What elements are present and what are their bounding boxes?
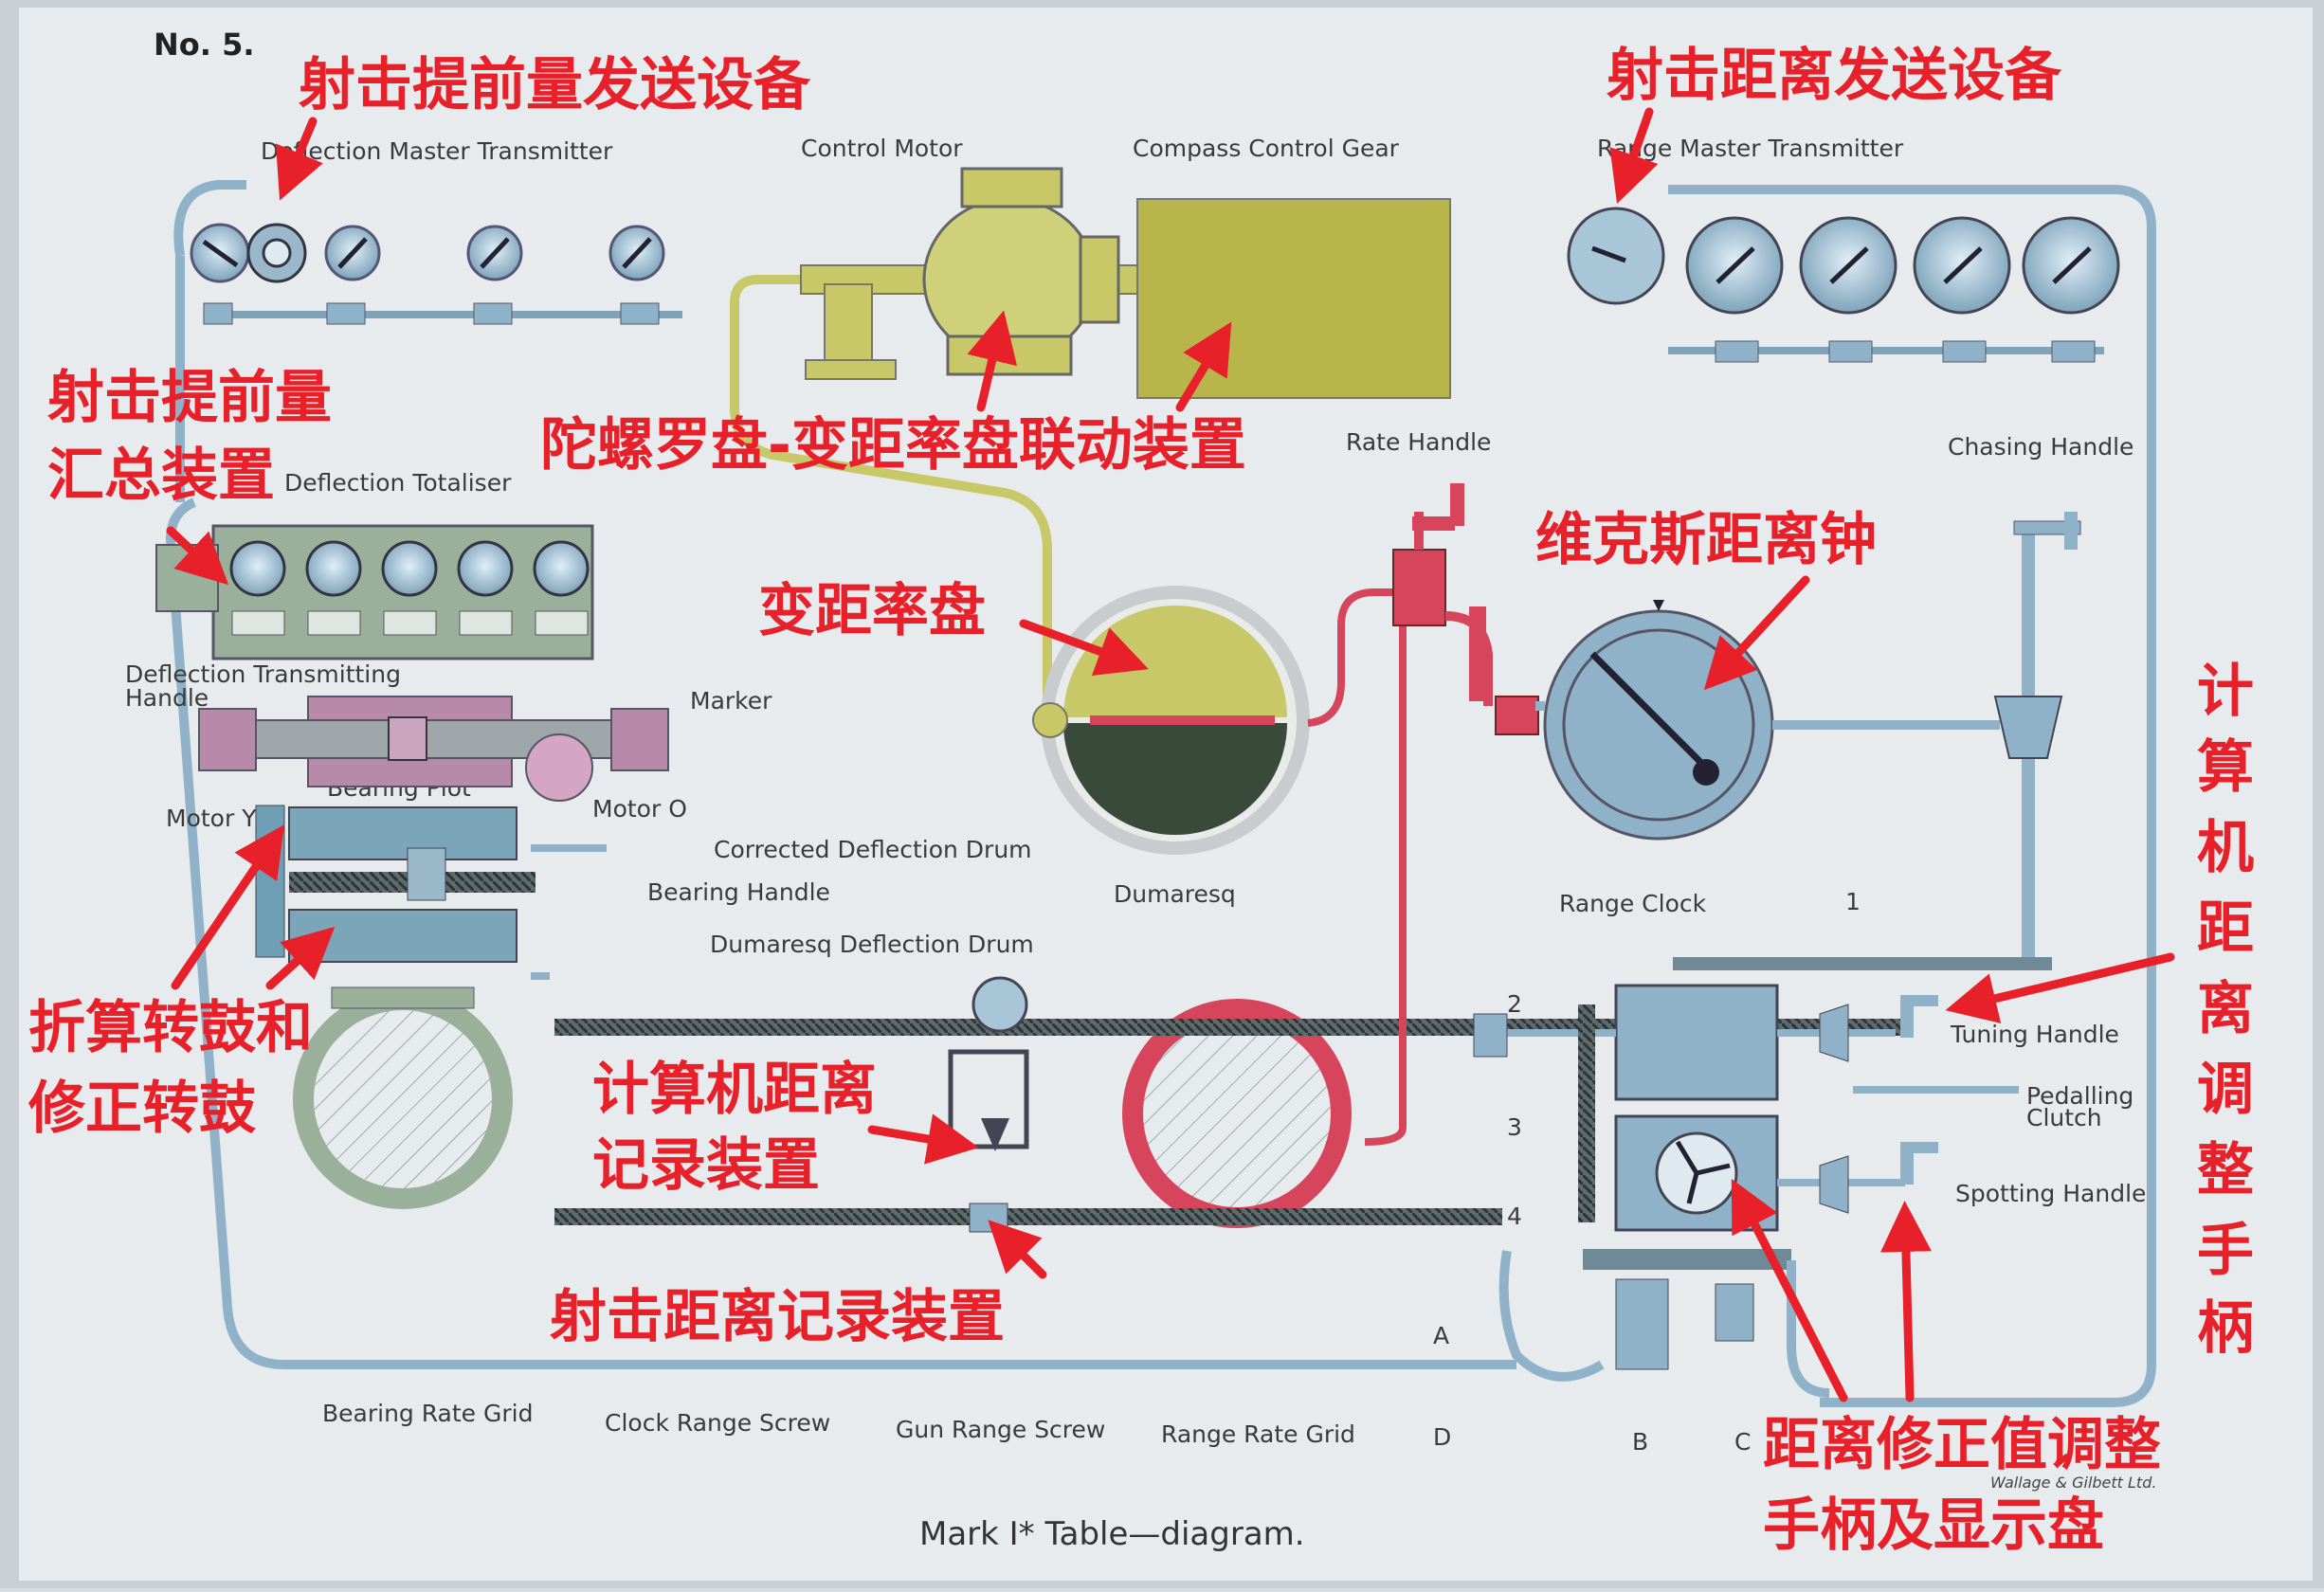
annotation-vickers-range-clock: 维克斯距离钟 <box>1535 507 1877 573</box>
deflection-totaliser <box>155 524 594 660</box>
range-computing-unit <box>1473 984 2019 1398</box>
annotation-range-sending-device: 射击距离发送设备 <box>1607 43 2062 109</box>
annotation-deflection-sending-device: 射击提前量发送设备 <box>299 52 811 118</box>
label-corrected-deflection-drum: Corrected Deflection Drum <box>714 836 1032 863</box>
vchar-7: 手 <box>2197 1218 2254 1284</box>
arrow-dumaresq-drum <box>265 926 336 990</box>
label-bearing-rate-grid: Bearing Rate Grid <box>322 1400 533 1427</box>
label-pedalling-clutch-2: Clutch <box>2026 1104 2102 1131</box>
left-shaft-pipe <box>165 498 1516 1369</box>
label-chasing-handle: Chasing Handle <box>1948 433 2133 461</box>
label-marker: Marker <box>690 687 772 715</box>
vchar-6: 整 <box>2197 1137 2254 1203</box>
deflection-pipe <box>173 180 246 257</box>
annotation-deflection-totaliser-2: 汇总装置 <box>47 443 275 509</box>
annotation-range-correction-2: 手柄及显示盘 <box>1763 1492 2104 1559</box>
label-range-clock: Range Clock <box>1559 890 1707 917</box>
label-pedalling-clutch-1: Pedalling <box>2026 1082 2133 1110</box>
label-clock-range-screw: Clock Range Screw <box>605 1409 830 1437</box>
label-dumaresq: Dumaresq <box>1114 880 1236 908</box>
label-gun-range-screw: Gun Range Screw <box>896 1416 1105 1443</box>
label-letter-d: D <box>1433 1423 1451 1451</box>
annotation-computer-range-recorder-2: 记录装置 <box>592 1132 820 1199</box>
rate-handle-mechanism <box>1307 483 1539 1146</box>
label-deflection-transmitting-handle-1: Deflection Transmitting <box>125 660 401 688</box>
label-letter-a: A <box>1433 1322 1449 1349</box>
range-master-transmitter <box>1567 207 2120 363</box>
vchar-1: 算 <box>2197 734 2254 801</box>
annotation-computer-range-recorder-1: 计算机距离 <box>592 1057 877 1123</box>
label-deflection-transmitting-handle-2: Handle <box>125 684 209 712</box>
annotation-range-correction-1: 距离修正值调整 <box>1763 1412 2161 1478</box>
arrow-deflection-sending-device <box>275 117 323 201</box>
control-motor <box>800 167 1153 380</box>
arrow-range-sending-device <box>1609 107 1659 204</box>
chasing-handle-mechanism <box>1673 512 2081 970</box>
plate-number: No. 5. <box>154 27 254 63</box>
annotation-drums-1: 折算转鼓和 <box>28 995 313 1061</box>
label-letter-b: B <box>1632 1428 1648 1456</box>
label-compass-control-gear: Compass Control Gear <box>1133 135 1400 162</box>
vchar-5: 调 <box>2197 1057 2254 1123</box>
vchar-8: 柄 <box>2197 1295 2254 1362</box>
arrow-deflection-totaliser <box>166 526 229 586</box>
label-rate-handle: Rate Handle <box>1346 428 1491 456</box>
arrow-vickers-range-clock <box>1703 575 1810 691</box>
plate-caption: Mark I* Table—diagram. <box>919 1515 1305 1553</box>
label-deflection-master-transmitter: Deflection Master Transmitter <box>261 137 613 165</box>
arrow-control-motor <box>967 310 1018 412</box>
right-shaft-pipe <box>1668 185 2156 1407</box>
label-motor-y: Motor Y <box>166 805 257 832</box>
arrow-range-correction-display <box>1731 1178 1848 1402</box>
annotation-gyro-link-device: 陀螺罗盘-变距率盘联动装置 <box>540 412 1246 479</box>
arrow-computer-range-recorder <box>867 1113 979 1165</box>
label-dumaresq-deflection-drum: Dumaresq Deflection Drum <box>710 931 1034 958</box>
label-motor-o: Motor O <box>592 795 687 823</box>
label-bearing-handle: Bearing Handle <box>647 878 830 906</box>
vchar-0: 计 <box>2197 659 2254 725</box>
label-letter-c: C <box>1734 1428 1751 1456</box>
arrow-tuning-handle <box>1945 952 2175 1023</box>
annotation-deflection-totaliser-1: 射击提前量 <box>47 365 332 431</box>
vchar-4: 离 <box>2197 976 2254 1042</box>
vchar-2: 机 <box>2197 815 2254 881</box>
arrow-corrected-drum <box>171 824 285 990</box>
annotation-drums-2: 修正转鼓 <box>28 1076 257 1142</box>
label-num-2: 2 <box>1507 990 1522 1018</box>
yellow-flex-shaft <box>730 275 1052 720</box>
label-num-4: 4 <box>1507 1203 1522 1230</box>
printer-credit: Wallage & Gilbett Ltd. <box>1990 1474 2156 1492</box>
label-num-1: 1 <box>1845 888 1861 915</box>
annotation-firing-range-recorder: 射击距离记录装置 <box>550 1284 1005 1350</box>
vchar-3: 距 <box>2197 896 2254 962</box>
annotation-range-rate-disc: 变距率盘 <box>758 578 986 644</box>
arrow-firing-range-recorder <box>988 1220 1047 1279</box>
arrow-spotting-handle <box>1879 1201 1932 1402</box>
gun-range-screw <box>554 1208 1502 1225</box>
arrow-compass-control-gear <box>1175 321 1232 412</box>
label-range-rate-grid: Range Rate Grid <box>1161 1420 1355 1448</box>
compass-control-gear-box <box>1136 198 1451 399</box>
bearing-plot <box>198 696 669 802</box>
label-deflection-totaliser: Deflection Totaliser <box>284 469 512 497</box>
range-rate-grid <box>1122 999 1352 1228</box>
deflection-master-transmitter <box>190 223 682 325</box>
bearing-rate-grid <box>293 986 513 1209</box>
label-num-3: 3 <box>1507 1113 1522 1141</box>
arrow-range-rate-disc <box>1019 619 1149 677</box>
label-spotting-handle: Spotting Handle <box>1955 1180 2146 1207</box>
label-control-motor: Control Motor <box>801 135 963 162</box>
label-tuning-handle: Tuning Handle <box>1950 1021 2119 1048</box>
annotation-computer-range-handle: 计 算 机 距 离 调 整 手 柄 <box>2197 659 2254 1362</box>
